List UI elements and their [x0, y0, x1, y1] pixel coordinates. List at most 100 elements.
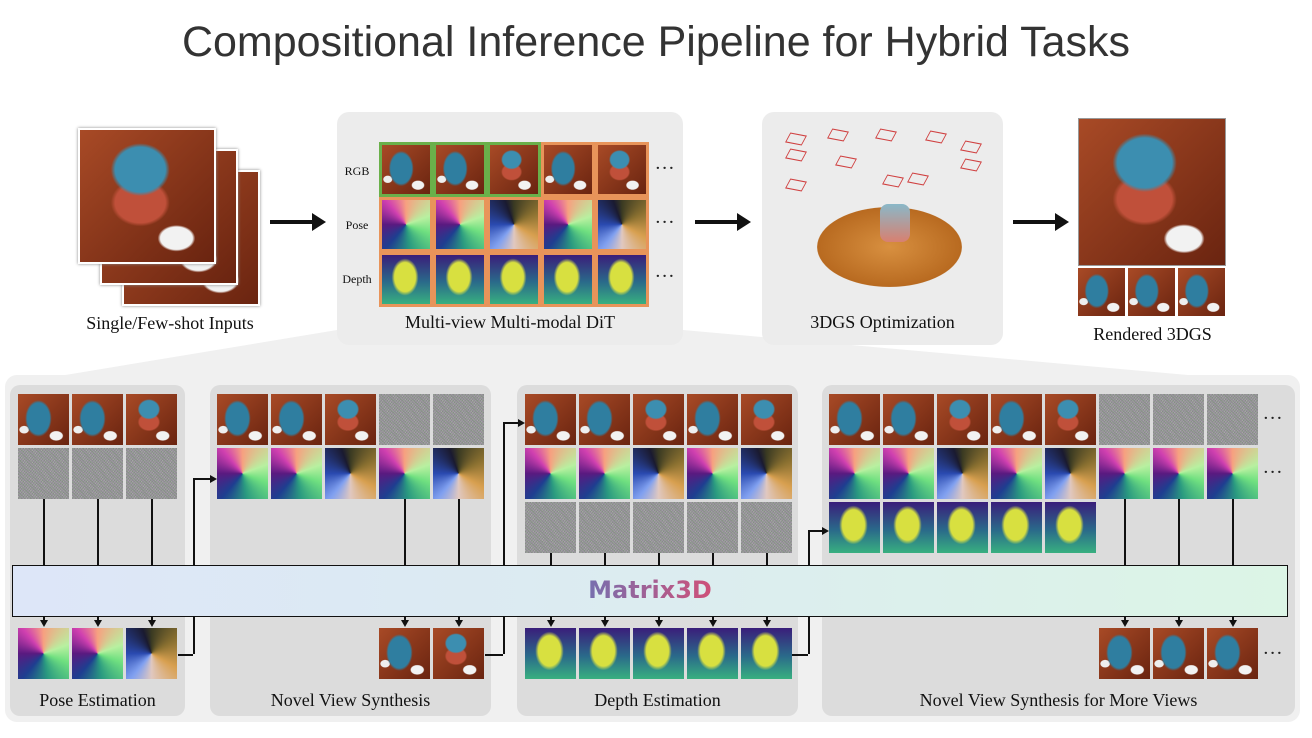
task-connector — [503, 422, 505, 654]
task-label: Novel View Synthesis — [270, 690, 431, 710]
output-connector — [43, 617, 45, 621]
inputs-label: Single/Few-shot Inputs — [86, 313, 254, 333]
task-label: Pose Estimation — [39, 690, 156, 710]
output-token — [579, 628, 630, 679]
input-connector — [404, 499, 406, 565]
output-token — [126, 628, 177, 679]
noise-token — [1207, 394, 1258, 445]
arrow-right-icon — [822, 527, 829, 535]
output-token — [633, 628, 684, 679]
input-token — [829, 502, 880, 553]
input-token — [1045, 502, 1096, 553]
generated-token — [379, 252, 433, 307]
output-token — [72, 628, 123, 679]
noise-token — [741, 502, 792, 553]
noise-token — [579, 502, 630, 553]
input-token — [991, 394, 1042, 445]
output-token — [525, 628, 576, 679]
row-label-depth: Depth — [342, 272, 372, 286]
input-token — [937, 502, 988, 553]
generated-token — [595, 252, 649, 307]
arrow-right-icon — [210, 475, 217, 483]
input-token — [829, 394, 880, 445]
ellipsis: ··· — [1263, 408, 1284, 429]
rendered-view — [1178, 268, 1225, 316]
input-token — [937, 448, 988, 499]
matrix3d-model-bar: Matrix3D — [12, 565, 1288, 617]
arrow-down-icon — [1229, 620, 1237, 627]
input-connector — [1232, 499, 1234, 565]
noise-token — [18, 448, 69, 499]
input-token — [379, 448, 430, 499]
noise-token — [1099, 394, 1150, 445]
generated-token — [595, 142, 649, 197]
arrow-right-icon — [518, 419, 525, 427]
generated-token — [487, 252, 541, 307]
output-connector — [712, 617, 714, 621]
ellipsis: ··· — [1263, 643, 1284, 664]
generated-token — [541, 197, 595, 252]
rendered-label: Rendered 3DGS — [1093, 324, 1212, 344]
input-connector — [1124, 499, 1126, 565]
gs-optimization-panel: 3DGS Optimization — [762, 112, 1003, 345]
arrow-down-icon — [655, 620, 663, 627]
input-connector — [1178, 499, 1180, 565]
input-connector — [97, 499, 99, 565]
output-connector — [1124, 617, 1126, 621]
output-token — [687, 628, 738, 679]
arrow-down-icon — [1121, 620, 1129, 627]
output-connector — [550, 617, 552, 621]
input-token — [633, 394, 684, 445]
task-connector — [792, 654, 808, 656]
input-token — [271, 448, 322, 499]
output-token — [433, 628, 484, 679]
rendered-view — [1128, 268, 1175, 316]
input-token — [883, 394, 934, 445]
arrow-down-icon — [601, 620, 609, 627]
input-connector — [658, 553, 660, 565]
input-connector — [604, 553, 606, 565]
input-token — [1045, 448, 1096, 499]
output-token — [1099, 628, 1150, 679]
noise-token — [1153, 394, 1204, 445]
arrow-down-icon — [547, 620, 555, 627]
dit-panel: RGB Pose Depth ··· ··· ··· Multi-view Mu… — [337, 112, 683, 345]
output-connector — [97, 617, 99, 621]
arrow-down-icon — [148, 620, 156, 627]
ellipsis: ··· — [655, 212, 676, 233]
input-token — [1207, 448, 1258, 499]
task-connector — [485, 654, 503, 656]
arrow-down-icon — [40, 620, 48, 627]
arrow-down-icon — [94, 620, 102, 627]
input-token — [271, 394, 322, 445]
task-connector — [503, 422, 519, 424]
row-label-pose: Pose — [345, 218, 369, 232]
input-token — [991, 448, 1042, 499]
input-token — [325, 394, 376, 445]
output-connector — [1232, 617, 1234, 621]
input-token — [1099, 448, 1150, 499]
input-token — [72, 394, 123, 445]
arrow-icon — [270, 213, 326, 231]
noise-token — [72, 448, 123, 499]
rendered-view — [1078, 268, 1125, 316]
input-token — [937, 394, 988, 445]
input-connector — [766, 553, 768, 565]
output-connector — [766, 617, 768, 621]
input-connector — [458, 499, 460, 565]
input-token — [579, 394, 630, 445]
generated-token — [379, 197, 433, 252]
input-token — [633, 448, 684, 499]
input-token — [525, 448, 576, 499]
input-connector — [151, 499, 153, 565]
output-token — [1153, 628, 1204, 679]
arrow-down-icon — [709, 620, 717, 627]
input-connector — [43, 499, 45, 565]
task-connector — [178, 654, 193, 656]
input-token — [883, 502, 934, 553]
task-label: Depth Estimation — [594, 690, 721, 710]
input-token — [883, 448, 934, 499]
output-connector — [658, 617, 660, 621]
input-token — [325, 448, 376, 499]
arrow-icon — [695, 213, 751, 231]
